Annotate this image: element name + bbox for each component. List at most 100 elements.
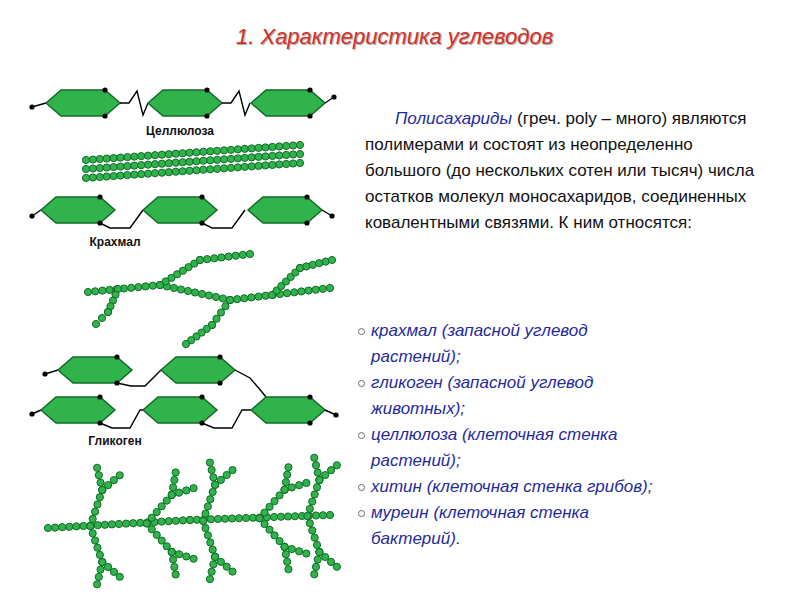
- list-item: целлюлоза (клеточная стенка растений);: [357, 422, 657, 474]
- glucose-bead: [168, 548, 175, 555]
- glucose-bead: [204, 503, 211, 510]
- chain-end: [329, 213, 334, 218]
- glucose-bead: [214, 165, 221, 172]
- glucose-bead: [44, 524, 51, 531]
- ring-atom: [204, 113, 209, 118]
- glucose-bead: [89, 165, 96, 172]
- glucose-bead: [281, 486, 288, 493]
- glucose-bead: [131, 153, 138, 160]
- glucose-bead: [255, 162, 262, 169]
- glucose-bead: [222, 303, 229, 310]
- glucose-bead: [316, 549, 323, 556]
- glucose-bead: [226, 296, 233, 303]
- glucose-bead: [168, 491, 175, 498]
- glucose-bead: [200, 166, 207, 173]
- glucose-bead: [283, 160, 290, 167]
- glucose-bead: [117, 172, 124, 179]
- glucose-bead: [262, 162, 269, 169]
- glucose-bead: [306, 520, 313, 527]
- glucose-bead: [179, 168, 186, 175]
- glucose-bead: [196, 256, 203, 263]
- chain-end: [333, 412, 338, 417]
- glucose-bead: [291, 289, 298, 296]
- glycosidic-bond: [222, 91, 250, 115]
- glucose-bead: [312, 512, 319, 519]
- glucose-bead: [303, 550, 310, 557]
- glucose-bead: [262, 153, 269, 160]
- glucose-bead: [158, 169, 165, 176]
- glucose-bead: [172, 150, 179, 157]
- glucose-bead: [242, 514, 249, 521]
- glucose-bead: [248, 145, 255, 152]
- glucose-bead: [202, 524, 209, 531]
- glucose-bead: [169, 556, 176, 563]
- glucose-bead: [87, 522, 94, 529]
- glucose-bead: [186, 158, 193, 165]
- glucose-bead: [333, 563, 340, 570]
- glucose-ring: [143, 197, 217, 223]
- glucose-bead: [204, 532, 211, 539]
- glucose-bead: [288, 484, 295, 491]
- glucose-bead: [104, 308, 111, 315]
- glucose-bead: [168, 491, 175, 498]
- glucose-bead: [103, 155, 110, 162]
- glucose-bead: [151, 161, 158, 168]
- glucose-bead: [106, 286, 113, 293]
- glucose-bead: [289, 142, 296, 149]
- glucose-bead: [207, 496, 214, 503]
- glucose-bead: [326, 284, 333, 291]
- glucose-bead: [145, 170, 152, 177]
- glucose-bead: [314, 556, 321, 563]
- glucose-bead: [319, 285, 326, 292]
- glucose-bead: [298, 288, 305, 295]
- glucose-bead: [186, 516, 193, 523]
- glucose-ring: [161, 357, 235, 383]
- glucose-bead: [226, 296, 233, 303]
- ring-atom: [217, 354, 222, 359]
- glucose-bead: [97, 479, 104, 486]
- glucose-bead: [168, 491, 175, 498]
- glucose-bead: [123, 520, 130, 527]
- glucose-bead: [52, 524, 59, 531]
- glucose-bead: [92, 320, 99, 327]
- glucose-bead: [138, 153, 145, 160]
- glucose-ring: [143, 397, 217, 423]
- glucose-bead: [117, 163, 124, 170]
- ring-atom: [304, 220, 309, 225]
- glucose-bead: [211, 553, 218, 560]
- glucose-bead: [158, 160, 165, 167]
- glucose-bead: [204, 256, 211, 263]
- glucose-bead: [228, 515, 235, 522]
- glucose-bead: [87, 522, 94, 529]
- glucose-bead: [281, 543, 288, 550]
- glucose-bead: [96, 551, 103, 558]
- glucose-bead: [116, 472, 123, 479]
- glucose-bead: [89, 174, 96, 181]
- glucose-bead: [241, 163, 248, 170]
- glucose-bead: [99, 559, 106, 566]
- glucose-bead: [202, 510, 209, 517]
- glucose-bead: [277, 513, 284, 520]
- glucose-bead: [296, 141, 303, 148]
- glucose-bead: [270, 513, 277, 520]
- glucose-bead: [214, 156, 221, 163]
- glucose-bead: [142, 283, 149, 290]
- glucose-bead: [311, 491, 318, 498]
- glucose-bead: [92, 288, 99, 295]
- glucose-bead: [313, 484, 320, 491]
- glucose-bead: [110, 172, 117, 179]
- glucose-bead: [234, 296, 241, 303]
- glucose-bead: [110, 154, 117, 161]
- glucose-bead: [158, 151, 165, 158]
- ring-atom: [204, 87, 209, 92]
- glucose-bead: [108, 521, 115, 528]
- list-item: крахмал (запасной углевод растений);: [357, 318, 657, 370]
- ring-atom: [102, 113, 107, 118]
- chain-end: [331, 94, 336, 99]
- glucose-bead: [209, 546, 216, 553]
- glucose-bead: [269, 152, 276, 159]
- glucose-bead: [255, 144, 262, 151]
- glucose-bead: [131, 162, 138, 169]
- glucose-bead: [200, 157, 207, 164]
- glucose-bead: [190, 485, 197, 492]
